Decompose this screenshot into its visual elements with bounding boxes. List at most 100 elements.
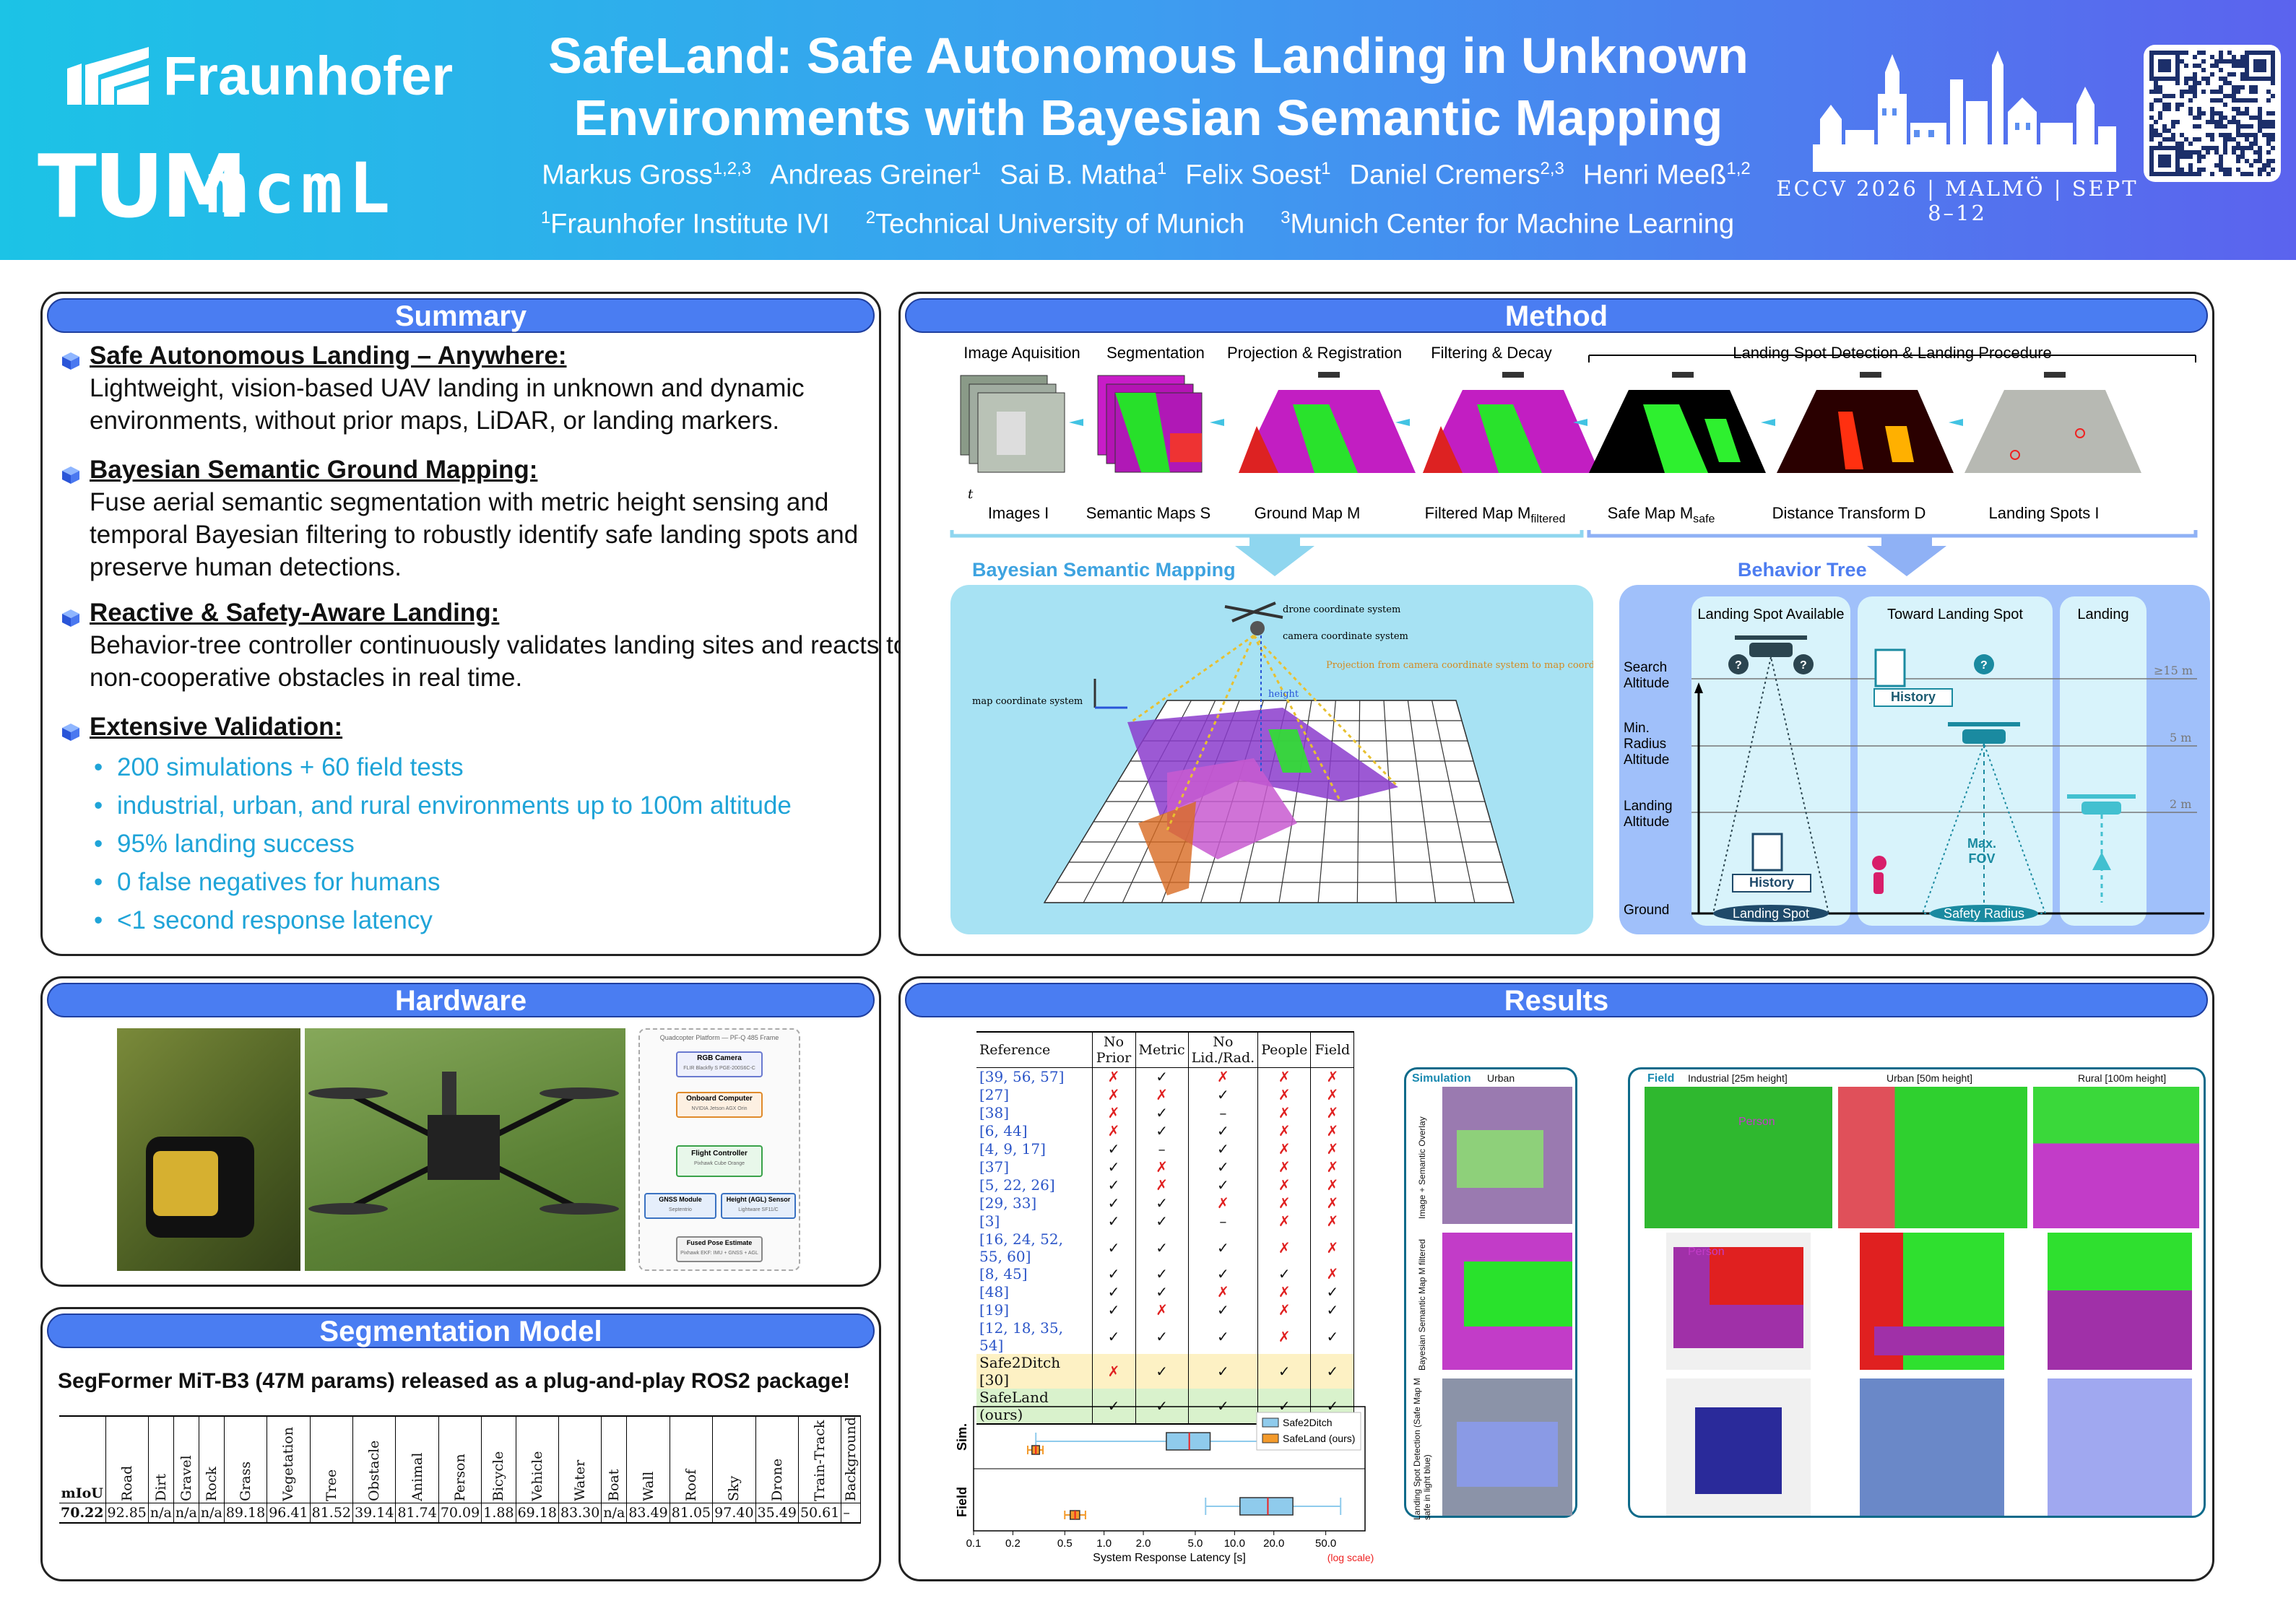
ref-citation: [4, 9, 17] [976, 1139, 1093, 1158]
chart-tick-label: 10.0 [1224, 1537, 1245, 1550]
ref-cell: ✗ [1135, 1300, 1189, 1319]
ref-cell: ✗ [1092, 1353, 1136, 1389]
ref-citation: SafeLand (ours) [976, 1388, 1093, 1424]
bt-tag-history-1: History [1873, 688, 1953, 707]
field-env-industrial: Industrial [25m height] [1688, 1072, 1788, 1084]
field-industrial-overlay: Person [1645, 1087, 1832, 1228]
seg-col-header: Sky [712, 1416, 756, 1503]
seg-value: n/a [601, 1502, 628, 1523]
hardware-diagram-title: Quadcopter Platform — PF-Q 485 Frame [659, 1034, 779, 1041]
venue: ECCV 2026 | MALMÖ | SEPT 8–12 [1776, 176, 2139, 225]
legend-swatch [1262, 1417, 1279, 1428]
ref-cell: ✗ [1135, 1158, 1189, 1176]
ref-citation: [8, 45] [976, 1264, 1093, 1283]
chart-xlabel: System Response Latency [s] [1093, 1552, 1246, 1564]
ref-citation: Safe2Ditch [30] [976, 1353, 1093, 1389]
table-row: [48]✓✓✗✗✓ [976, 1282, 1355, 1301]
seg-col-header: Animal [395, 1416, 439, 1503]
ref-citation: [48] [976, 1282, 1093, 1301]
qr-code[interactable] [2144, 45, 2281, 182]
author-sup: 1,2 [1726, 159, 1751, 178]
input-images [960, 375, 1065, 473]
ground-map [1239, 390, 1416, 473]
poster-title: SafeLand: Safe Autonomous Landing in Unk… [548, 27, 1749, 146]
chart-tick-label: 50.0 [1315, 1537, 1336, 1550]
ref-cell: ✗ [1310, 1085, 1355, 1104]
bt-col-label-available: Landing Spot Available [1697, 607, 1845, 622]
field-urban-bsm [1860, 1233, 2004, 1370]
author-name: Andreas Greiner [770, 160, 971, 191]
svg-text:height: height [1268, 689, 1299, 700]
seg-value: 35.49 [755, 1502, 799, 1523]
bt-tag-landing-spot: Landing Spot [1732, 906, 1810, 921]
seg-col-header: Roof [670, 1416, 714, 1503]
affil-name: Munich Center for Machine Learning [1290, 209, 1735, 240]
seg-col-header: mIoU [59, 1416, 106, 1503]
seg-value: n/a [173, 1502, 199, 1523]
ref-cell: ✓ [1188, 1388, 1259, 1424]
ref-cell: ✓ [1135, 1353, 1189, 1389]
output-distance-transform: Distance Transform D [1772, 504, 1926, 522]
bt-tag-history-2: History [1732, 874, 1811, 893]
stage-filtering: Filtering & Decay [1431, 344, 1552, 362]
ref-cell: ✗ [1310, 1194, 1355, 1212]
seg-value: 92.85 [105, 1502, 149, 1523]
seg-value: 70.22 [59, 1502, 106, 1523]
chart-tick-label: 20.0 [1263, 1537, 1284, 1550]
ref-cell: ✓ [1188, 1176, 1259, 1194]
seg-col-header: Vehicle [516, 1416, 559, 1503]
ref-cell: ✓ [1135, 1212, 1189, 1230]
svg-text:5 m: 5 m [2170, 731, 2191, 744]
ref-citation: [16, 24, 52, 55, 60] [976, 1230, 1093, 1265]
output-landing-spots: Landing Spots I [1988, 504, 2100, 522]
seg-col-header: Vegetation [267, 1416, 311, 1503]
ref-cell: ✓ [1092, 1319, 1136, 1354]
seg-col-header: Rock [199, 1416, 225, 1503]
bt-diagram: ≥15 m 5 m 2 m ?? ? [1691, 635, 2204, 922]
summary-item-heading: Extensive Validation: [90, 713, 343, 741]
ref-cell: ✗ [1257, 1139, 1312, 1158]
validation-bullet: industrial, urban, and rural environment… [94, 786, 792, 825]
semantic-maps [1097, 375, 1203, 473]
sim-semantic-map [1442, 1233, 1572, 1370]
seg-value: 81.74 [395, 1502, 439, 1523]
row-label-detection: Landing Spot Detection (Safe Map M safe … [1412, 1378, 1432, 1520]
ref-cell: ✗ [1188, 1282, 1259, 1301]
seg-col-header: Background [841, 1416, 862, 1503]
sim-env: Urban [1487, 1072, 1515, 1084]
svg-text:?: ? [1735, 659, 1742, 672]
ref-cell: ✓ [1092, 1158, 1136, 1176]
seg-col-header: Water [558, 1416, 602, 1503]
behavior-tree-box: Landing Spot Available Toward Landing Sp… [1619, 585, 2210, 934]
ref-cell: ✓ [1135, 1264, 1189, 1283]
chart-box [1239, 1497, 1294, 1516]
field-label: Field [1647, 1072, 1675, 1085]
ref-citation: [38] [976, 1103, 1093, 1122]
table-row: [6, 44]✗✓✓✗✗ [976, 1121, 1355, 1140]
ref-col-header: Metric [1135, 1032, 1189, 1068]
validation-bullet: 95% landing success [94, 825, 792, 863]
table-row: [5, 22, 26]✓✗✓✗✗ [976, 1176, 1355, 1194]
output-images: Images I [987, 504, 1049, 522]
svg-text:drone coordinate system: drone coordinate system [1283, 604, 1400, 615]
seg-col-header: Train-Track [798, 1416, 842, 1503]
table-row: [12, 18, 35, 54]✓✓✓✗✓ [976, 1319, 1355, 1354]
svg-text:?: ? [1800, 659, 1807, 672]
seg-col-header: Wall [626, 1416, 670, 1503]
ref-cell: ✓ [1092, 1139, 1136, 1158]
table-row: [38]✗✓–✗✗ [976, 1103, 1355, 1122]
seg-col-header: Gravel [173, 1416, 199, 1503]
ref-cell: ✗ [1092, 1085, 1136, 1104]
ref-citation: [27] [976, 1085, 1093, 1104]
ref-cell: ✓ [1310, 1282, 1355, 1301]
output-safe-map: Safe Map Msafe [1607, 504, 1715, 526]
seg-col-header: Tree [310, 1416, 354, 1503]
seg-value: 83.30 [558, 1502, 602, 1523]
ref-cell: ✓ [1310, 1353, 1355, 1389]
